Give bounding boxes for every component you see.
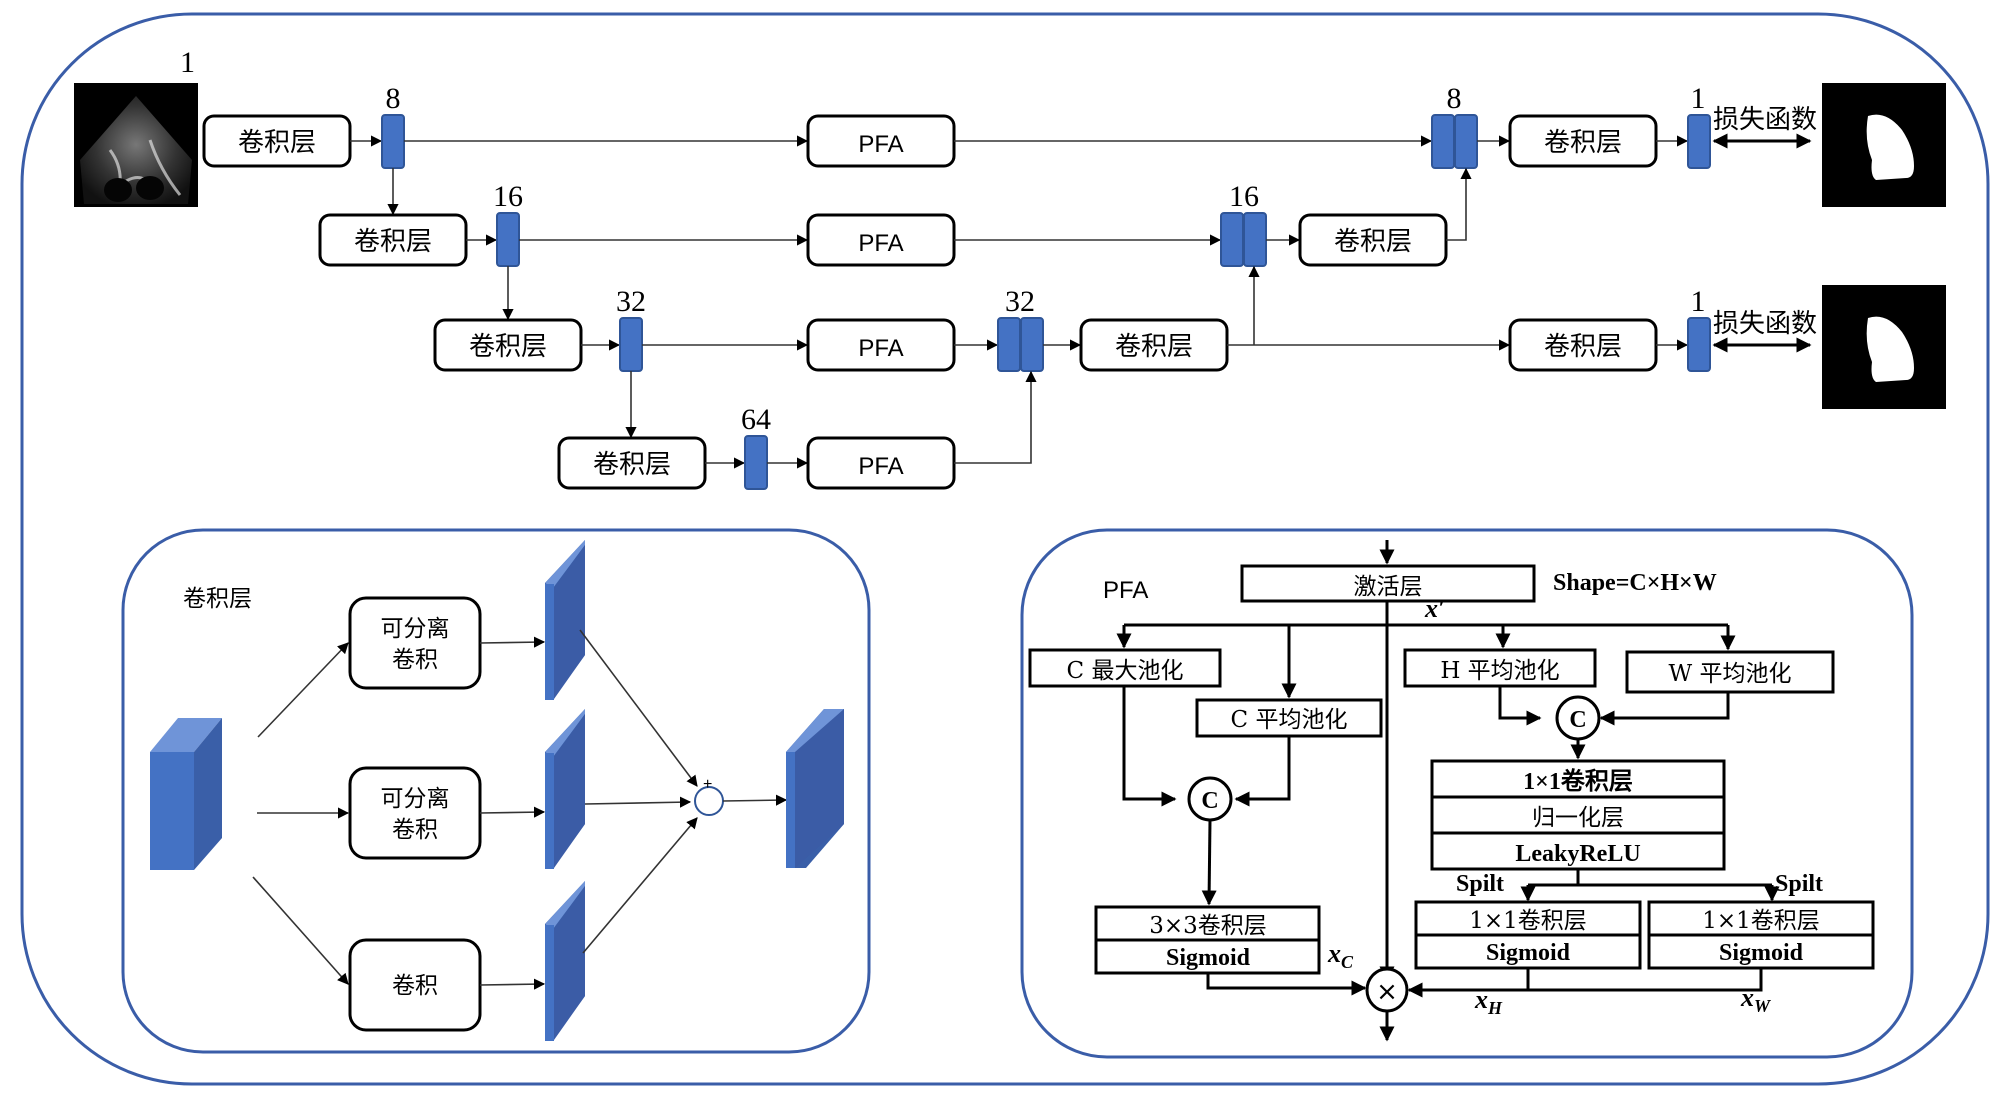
separable-conv-2-line1: 可分离 [381,786,450,812]
conv-block-3-label: 卷积层 [469,332,547,362]
conv3x3-box [1094,905,1321,942]
conv1x1-w-label: 1×1卷积层 [1702,908,1820,934]
feature-node-64 [744,435,768,490]
multiply-symbol: × [1376,977,1398,1007]
separable-conv-1-line1: 可分离 [381,616,450,642]
sigmoid-h-box [1414,933,1642,970]
deep-supervision-conv-label: 卷积层 [1544,332,1622,362]
c-avg-pool-label: C 平均池化 [1231,707,1348,733]
pfa-block-2-label: PFA [858,230,903,257]
loss-label-1: 损失函数 [1713,105,1817,135]
x-prime-label: x′ [1424,594,1445,623]
merge-node-32a [997,317,1021,372]
feature-node-32 [619,317,643,372]
conv-block-4-label: 卷积层 [593,450,671,480]
w-avg-pool-label: W 平均池化 [1669,661,1792,687]
output-channel-label-2: 1 [1691,285,1706,318]
activation-layer-label: 激活层 [1354,574,1423,600]
w-avg-pool-box [1625,650,1835,694]
feature-slab-3 [545,881,585,1041]
input-feature-cube [150,718,222,870]
concat-c-symbol: C [1201,788,1218,814]
merge-node-32b [1020,317,1044,372]
feature-node-16 [496,212,520,267]
feature-slab-1 [545,540,585,700]
c-max-pool-label: C 最大池化 [1067,658,1184,684]
conv-panel-frame [121,528,871,1054]
pfa-panel: PFA 激活层 Shape=C×H×W x′ C 最大池化 C 平均池化 H 平… [1020,528,1914,1059]
sigmoid-c-label: Sigmoid [1166,945,1251,971]
main-network: 1 卷积层 8 PFA 8 卷积层 1 损失函数 卷积层 16 [74,46,1946,490]
output-mask-1 [1822,83,1946,207]
pfa-block-3-label: PFA [858,335,903,362]
shape-label: Shape=C×H×W [1553,570,1717,596]
conv1x1-h-label: 1×1卷积层 [1469,908,1587,934]
output-node-1 [1687,114,1711,169]
x-w-label: xW [1740,983,1772,1016]
merge-channel-label-16: 16 [1229,180,1259,213]
norm-layer-box [1430,795,1726,835]
conv-layer-panel: 卷积层 可分离 卷积 可分离 卷积 卷积 [121,528,871,1054]
channel-label-64: 64 [741,403,771,436]
separable-conv-2-line2: 卷积 [392,817,438,843]
conv3x3-label: 3×3卷积层 [1149,913,1267,939]
leaky-relu-label: LeakyReLU [1515,841,1640,867]
sum-symbol: + [703,776,712,793]
separable-conv-1-line2: 卷积 [392,647,438,673]
loss-label-2: 损失函数 [1713,309,1817,339]
merge-node-16b [1243,212,1267,267]
conv1x1-h-box [1414,900,1642,937]
output-node-2 [1687,317,1711,372]
decoder-conv-block-1-label: 卷积层 [1544,128,1622,158]
split-label-left: Spilt [1456,871,1504,897]
merge-node-8b [1454,114,1478,169]
x-c-label: xC [1327,939,1354,972]
merge-node-8a [1431,114,1455,169]
merge-channel-label-8: 8 [1447,82,1462,115]
sigmoid-h-label: Sigmoid [1486,940,1571,966]
conv1x1-w-box [1647,900,1875,937]
c-avg-pool-box [1195,698,1383,738]
outer-frame [20,12,1990,1086]
separable-conv-box-1 [348,596,482,690]
decoder-conv-block-2-label: 卷积层 [1334,227,1412,257]
separable-conv-box-2 [348,766,482,860]
input-image [74,83,198,207]
conv-block-1-label: 卷积层 [238,128,316,158]
conv1x1-shared-box [1430,759,1726,799]
pfa-panel-title: PFA [1103,577,1148,604]
conv-block-2-label: 卷积层 [354,227,432,257]
output-feature-slab [786,709,844,868]
channel-label-16: 16 [493,180,523,213]
pfa-panel-frame [1020,528,1914,1059]
decoder-conv-block-3-label: 卷积层 [1115,332,1193,362]
conv-panel-title: 卷积层 [183,586,252,612]
conv-3-label: 卷积 [392,973,438,999]
feature-node-8 [381,114,405,169]
activation-layer-box [1240,564,1536,603]
x-h-label: xH [1474,985,1503,1018]
channel-label-32: 32 [616,285,646,318]
sigmoid-w-box [1647,933,1875,970]
h-avg-pool-box [1403,648,1597,688]
pfa-block-4-label: PFA [858,453,903,480]
c-max-pool-box [1028,648,1222,688]
merge-channel-label-32: 32 [1005,285,1035,318]
h-avg-pool-label: H 平均池化 [1440,658,1559,684]
output-mask-2 [1822,285,1946,409]
concat-hw-symbol: C [1569,707,1586,733]
output-channel-label-1: 1 [1691,82,1706,115]
sigmoid-w-label: Sigmoid [1719,940,1804,966]
split-label-right: Spilt [1775,871,1823,897]
channel-label-8: 8 [386,82,401,115]
norm-layer-label: 归一化层 [1532,805,1624,831]
feature-slab-2 [545,709,585,869]
pfa-block-1-label: PFA [858,131,903,158]
input-channel-label: 1 [180,46,195,79]
merge-node-16a [1220,212,1244,267]
conv1x1-shared-label: 1×1卷积层 [1523,767,1633,795]
